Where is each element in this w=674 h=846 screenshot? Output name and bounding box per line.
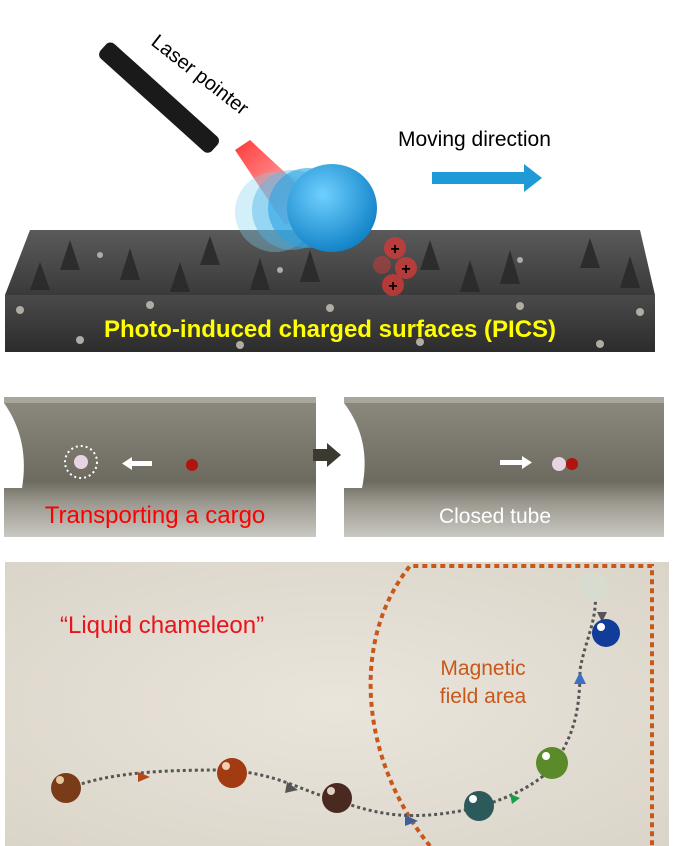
sequence-arrow-icon	[313, 443, 341, 467]
surface-label: Photo-induced charged surfaces (PICS)	[104, 316, 556, 343]
chameleon-photo: “Liquid chameleon” Magnetic field area	[5, 562, 669, 846]
chameleon-title: “Liquid chameleon”	[60, 612, 264, 639]
charge-symbol: +	[390, 241, 399, 258]
tube-photo-right: Closed tube	[344, 397, 664, 537]
charge-symbol: +	[401, 261, 410, 278]
region-label-line1: Magnetic	[440, 657, 525, 680]
positive-charges: + + +	[373, 237, 417, 296]
laser-pointer-icon	[99, 42, 219, 153]
tube-photo-left: Transporting a cargo	[4, 397, 316, 537]
charge-symbol: +	[388, 278, 397, 295]
right-caption: Closed tube	[439, 505, 551, 528]
direction-label: Moving direction	[398, 128, 551, 151]
region-label-line2: field area	[440, 685, 527, 708]
left-caption: Transporting a cargo	[45, 502, 266, 529]
droplet-motion	[235, 164, 377, 252]
pics-slab	[5, 230, 655, 352]
direction-arrow-icon	[432, 164, 542, 192]
